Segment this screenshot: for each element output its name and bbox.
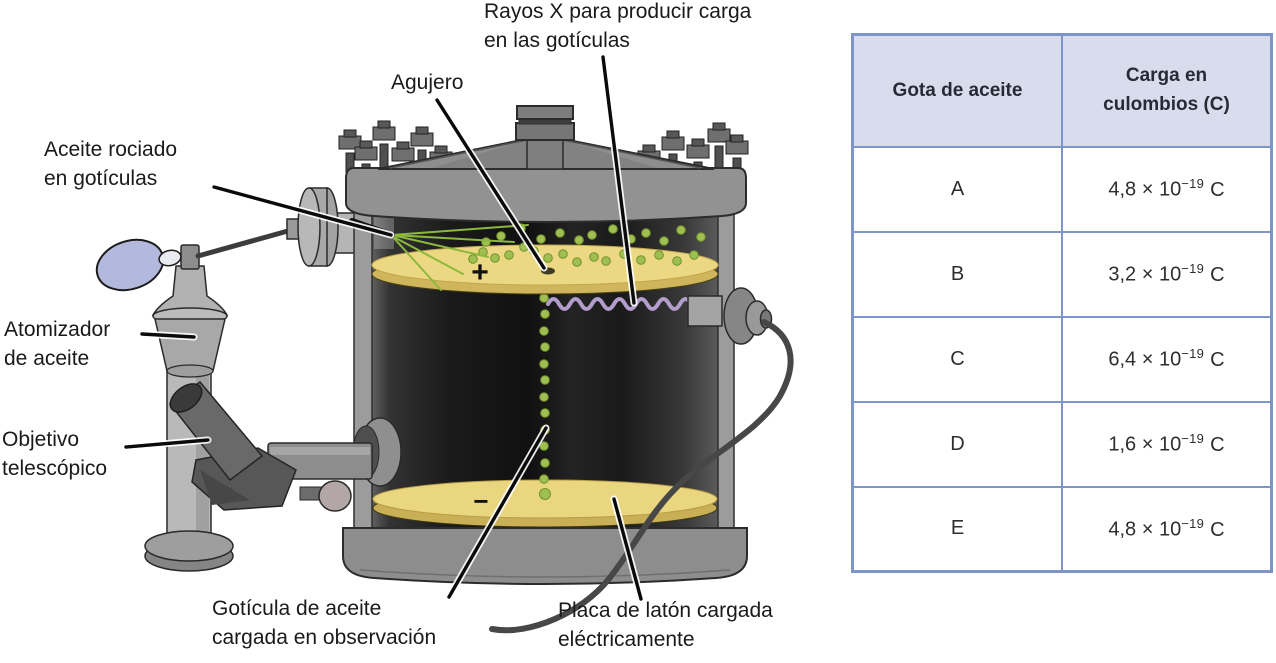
leader-xrays [601, 55, 636, 305]
leader-spray [212, 185, 393, 237]
positive-sign: + [471, 256, 489, 289]
label-hole: Agujero [391, 71, 464, 94]
chamber: − + [349, 195, 735, 545]
telescope [168, 380, 402, 512]
drop-cell: E [851, 485, 1063, 573]
column-header-drop: Gota de aceite [851, 33, 1063, 148]
label-telescope: Objetivo telescópico [2, 428, 108, 480]
spray-rod [195, 226, 298, 259]
negative-sign: − [473, 486, 488, 516]
drop-cell: B [851, 230, 1063, 318]
spray-fan [391, 224, 529, 291]
leader-droplet [447, 426, 548, 599]
drop-cell: C [851, 315, 1063, 403]
charge-table: Gota de aceite Carga en culombios (C) A … [851, 33, 1273, 573]
eyepiece [169, 383, 203, 413]
apparatus-drawing: − + [95, 53, 794, 634]
label-droplet: Gotícula de aceite cargada en observació… [212, 597, 437, 649]
xray-source [687, 287, 773, 345]
label-xrays: Rayos X para producir carga en las gotíc… [484, 0, 752, 52]
leader-telescope [124, 438, 210, 449]
chamber-base [342, 527, 748, 585]
chamber-lid [345, 105, 747, 223]
label-plate: Placa de latón cargada eléctricamente [558, 599, 773, 651]
xray-wave [546, 297, 693, 311]
focus-knob [318, 480, 352, 512]
drop-cell: D [851, 400, 1063, 488]
leader-lines [122, 53, 645, 603]
label-atomizer: Atomizador de aceite [4, 318, 111, 370]
power-cable [489, 319, 794, 634]
leader-atomizer [140, 332, 196, 339]
label-spray: Aceite rociado en gotículas [44, 138, 178, 190]
squeeze-bulb [95, 238, 165, 292]
leader-plate [612, 497, 643, 601]
column-header-charge: Carga en culombios (C) [1061, 33, 1273, 148]
drop-cell: A [851, 145, 1063, 233]
lid-cap [516, 105, 574, 120]
leader-hole [435, 98, 546, 270]
